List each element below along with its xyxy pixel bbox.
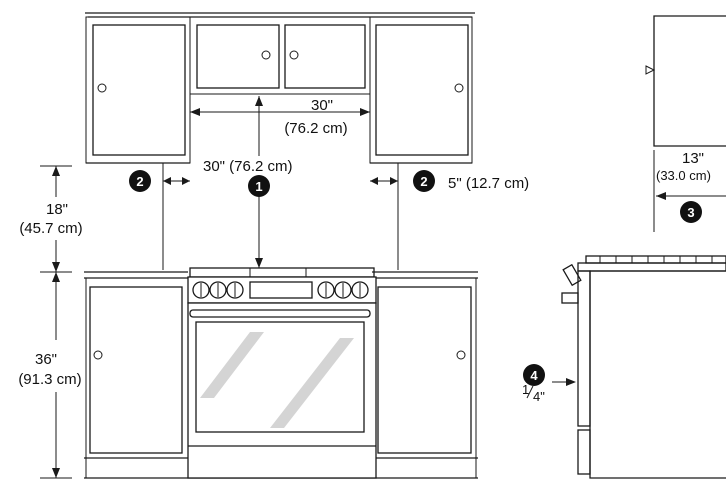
center-left-knob <box>261 50 271 60</box>
right-lower-cabinet <box>371 277 477 479</box>
badge-2-left <box>129 170 151 192</box>
dim-36-cm: (91.3 cm) <box>18 371 81 388</box>
gap-fraction-den: 4" <box>533 389 545 404</box>
dim-36-arrow-bottom <box>52 468 60 478</box>
right-upper-door <box>375 24 469 156</box>
knob-icon <box>317 281 335 299</box>
side-clearance-label: 5" (12.7 cm) <box>448 175 529 192</box>
left-gap-arrow-l <box>163 177 171 185</box>
badge-2-left-label: 2 <box>136 174 143 189</box>
gap-arrow-head <box>566 378 576 386</box>
cooktop-grates <box>189 267 375 278</box>
left-upper-cabinet <box>85 16 191 164</box>
center-upper-cabinet <box>189 16 371 95</box>
badge-1-label: 1 <box>255 179 262 194</box>
badge-1 <box>248 175 270 197</box>
right-gap-arrow-l <box>370 177 378 185</box>
badge-3 <box>680 201 702 223</box>
right-upper-knob <box>454 83 464 93</box>
right-lower-door <box>377 286 472 454</box>
center-upper-door-left <box>196 24 280 89</box>
side-grate-ribs <box>599 256 713 263</box>
oven-handle <box>189 309 371 318</box>
clearance-arrow-bottom <box>255 258 263 268</box>
side-drawer-profile <box>577 429 591 475</box>
display-panel <box>249 281 313 299</box>
right-lower-knob <box>456 350 466 360</box>
side-upper-hinge-icon <box>645 65 656 75</box>
range-front <box>187 267 377 479</box>
right-gap-arrow-r <box>390 177 398 185</box>
width-arrow-right <box>360 108 370 116</box>
badge-2-right-label: 2 <box>420 174 427 189</box>
left-upper-knob <box>97 83 107 93</box>
side-handle <box>561 292 579 304</box>
side-range-body <box>589 270 726 479</box>
right-upper-cabinet <box>369 16 473 164</box>
left-lower-knob <box>93 350 103 360</box>
glass-reflection <box>200 332 264 398</box>
depth-cm-label: (33.0 cm) <box>656 168 711 183</box>
dim-18-cm: (45.7 cm) <box>19 220 82 237</box>
oven-window <box>195 321 365 433</box>
side-upper-cabinet <box>653 15 726 147</box>
left-upper-door <box>92 24 186 156</box>
control-panel <box>187 276 377 304</box>
badge-4 <box>523 364 545 386</box>
knob-icon <box>334 281 352 299</box>
badge-4-label: 4 <box>530 368 538 383</box>
left-gap-arrow-r <box>182 177 190 185</box>
glass-reflection <box>270 338 354 428</box>
badge-3-label: 3 <box>687 205 694 220</box>
side-cooktop <box>577 262 726 272</box>
side-view-range: 4 1 4" <box>522 255 726 479</box>
dim-36: 36" (91.3 cm) <box>18 272 82 479</box>
clearance-label: 30" (76.2 cm) <box>203 158 293 175</box>
upper-cabinets <box>85 12 475 164</box>
dim-18: 18" (45.7 cm) <box>19 165 83 273</box>
depth-in-label: 13" <box>682 150 704 167</box>
clearance-label-bg <box>200 156 318 176</box>
cooktop-clearance: 30" (76.2 cm) 1 <box>200 96 318 268</box>
depth-arrow-left <box>656 192 666 200</box>
knob-icon <box>351 281 369 299</box>
left-knobs <box>192 281 244 299</box>
side-view-upper: 13" (33.0 cm) 3 <box>645 15 726 232</box>
knob-icon <box>192 281 210 299</box>
gap-fraction-num: 1 <box>522 382 529 397</box>
knob-icon <box>209 281 227 299</box>
side-door-profile <box>577 270 591 427</box>
left-lower-door <box>89 286 183 454</box>
clearance-arrow-top <box>255 96 263 106</box>
dim-18-in: 18" <box>46 201 68 218</box>
dim-36-in: 36" <box>35 351 57 368</box>
side-grate <box>585 255 726 264</box>
width-cm-label: (76.2 cm) <box>284 120 347 137</box>
dim-36-arrow-top <box>52 272 60 282</box>
width-arrow-left <box>190 108 200 116</box>
width-in-label: 30" <box>311 97 333 114</box>
fraction-slash <box>526 385 534 399</box>
left-lower-cabinet <box>85 277 189 479</box>
dim-18-arrow-top <box>52 166 60 176</box>
width-dimension: 30" (76.2 cm) <box>190 97 370 137</box>
center-upper-door-right <box>284 24 366 89</box>
center-right-knob <box>289 50 299 60</box>
knob-icon <box>226 281 244 299</box>
dim-18-arrow-bottom <box>52 262 60 272</box>
side-clearances: 2 2 5" (12.7 cm) <box>129 163 529 270</box>
side-knob-icon <box>562 263 582 287</box>
right-knobs <box>317 281 369 299</box>
badge-2-right <box>413 170 435 192</box>
